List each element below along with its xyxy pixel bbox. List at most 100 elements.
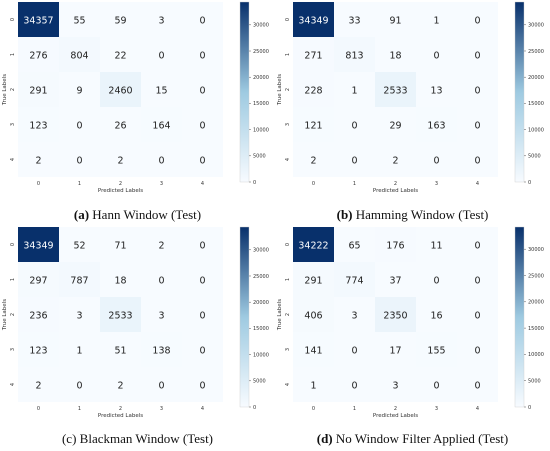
heatmap-cell xyxy=(100,37,141,72)
heatmap-cell xyxy=(18,332,59,367)
heatmap-cell xyxy=(141,72,182,107)
cell-value-label: 2460 xyxy=(108,86,132,97)
heatmap-cell xyxy=(334,262,375,297)
heatmap-cell xyxy=(182,367,223,402)
cell-value-label: 3 xyxy=(392,381,398,392)
cell-value-label: 0 xyxy=(474,346,480,357)
heatmap-cell xyxy=(457,37,498,72)
heatmap-cell xyxy=(18,227,59,262)
colorbar-tick-label: 0 xyxy=(253,405,256,411)
heatmap-cell xyxy=(457,367,498,402)
cell-value-label: 0 xyxy=(199,241,205,252)
cell-value-label: 236 xyxy=(29,311,47,322)
colorbar-tick-label: 5000 xyxy=(253,379,266,385)
cell-value-label: 33 xyxy=(348,16,360,27)
cell-value-label: 34349 xyxy=(298,16,328,27)
colorbar-tick-label: 5000 xyxy=(528,154,541,160)
colorbar-tick-label: 30000 xyxy=(528,247,544,253)
heatmap-cell xyxy=(416,37,457,72)
cell-value-label: 141 xyxy=(304,346,322,357)
heatmap-cell xyxy=(59,332,100,367)
x-tick-label: 4 xyxy=(201,406,204,412)
cell-value-label: 2533 xyxy=(383,86,407,97)
heatmap-cell xyxy=(141,37,182,72)
heatmap-cell xyxy=(141,332,182,367)
y-tick-label: 3 xyxy=(10,348,16,351)
cell-value-label: 0 xyxy=(351,156,357,167)
caption-c: (c) Blackman Window (Test) xyxy=(0,431,275,447)
cell-value-label: 2 xyxy=(158,241,164,252)
heatmap-cell xyxy=(59,142,100,177)
cell-value-label: 0 xyxy=(474,276,480,287)
colorbar-tick-label: 15000 xyxy=(528,326,544,332)
cell-value-label: 13 xyxy=(430,86,442,97)
cell-value-label: 2 xyxy=(392,156,398,167)
cell-value-label: 123 xyxy=(29,121,47,132)
cell-value-label: 138 xyxy=(152,346,170,357)
cell-value-label: 37 xyxy=(389,276,401,287)
cell-value-label: 1 xyxy=(351,86,357,97)
heatmap-cell xyxy=(375,2,416,37)
x-tick-label: 0 xyxy=(37,181,40,187)
colorbar-tick-label: 20000 xyxy=(528,75,544,81)
heatmap-cell xyxy=(59,367,100,402)
cell-value-label: 0 xyxy=(474,241,480,252)
colorbar-tick-label: 30000 xyxy=(253,248,269,254)
cell-value-label: 0 xyxy=(158,156,164,167)
cell-value-label: 34357 xyxy=(23,16,53,27)
cell-value-label: 0 xyxy=(474,381,480,392)
colorbar-tick-label: 30000 xyxy=(253,23,269,29)
heatmap-cell xyxy=(375,72,416,107)
heatmap-cell xyxy=(416,367,457,402)
heatmap-cell xyxy=(141,107,182,142)
x-tick-label: 0 xyxy=(312,406,315,412)
cell-value-label: 0 xyxy=(474,86,480,97)
x-tick-label: 4 xyxy=(476,406,479,412)
colorbar xyxy=(514,226,525,408)
heatmap-cell xyxy=(375,332,416,367)
cell-value-label: 91 xyxy=(389,16,401,27)
cell-value-label: 0 xyxy=(474,121,480,132)
heatmap-cell xyxy=(293,227,334,262)
y-tick-label: 4 xyxy=(10,158,16,161)
y-tick-label: 1 xyxy=(10,53,16,56)
heatmap-cell xyxy=(293,262,334,297)
cell-value-label: 271 xyxy=(304,51,322,62)
y-tick-label: 3 xyxy=(10,123,16,126)
heatmap-cell xyxy=(457,227,498,262)
heatmap-cell xyxy=(416,227,457,262)
cell-value-label: 2533 xyxy=(108,311,132,322)
x-tick-label: 4 xyxy=(476,181,479,187)
y-tick-label: 4 xyxy=(285,158,291,161)
caption-c-letter: (c) xyxy=(61,431,77,446)
y-axis-label: True Labels xyxy=(2,74,8,106)
heatmap-cell xyxy=(416,332,457,367)
colorbar-tick-label: 15000 xyxy=(528,101,544,107)
cell-value-label: 3 xyxy=(76,311,82,322)
colorbar-tick-label: 20000 xyxy=(253,75,269,81)
cell-value-label: 17 xyxy=(389,346,401,357)
heatmap-cell xyxy=(100,142,141,177)
heatmap-cell xyxy=(182,332,223,367)
cell-value-label: 3 xyxy=(158,311,164,322)
cell-value-label: 34349 xyxy=(23,241,53,252)
y-tick-label: 0 xyxy=(285,18,291,21)
y-tick-label: 1 xyxy=(285,278,291,281)
cell-value-label: 9 xyxy=(76,86,82,97)
colorbar-tick-label: 25000 xyxy=(528,49,544,55)
colorbar-tick-label: 5000 xyxy=(253,154,266,160)
colorbar-tick-label: 10000 xyxy=(253,127,269,133)
colorbar-tick-label: 0 xyxy=(253,180,256,186)
y-tick-label: 4 xyxy=(10,383,16,386)
cell-value-label: 0 xyxy=(199,156,205,167)
heatmap-cell xyxy=(375,297,416,332)
heatmap-cell xyxy=(457,142,498,177)
heatmap-cell xyxy=(182,2,223,37)
heatmap-cell xyxy=(141,262,182,297)
colorbar xyxy=(239,226,250,408)
cell-value-label: 0 xyxy=(76,156,82,167)
caption-b-letter: (b) xyxy=(336,207,353,222)
